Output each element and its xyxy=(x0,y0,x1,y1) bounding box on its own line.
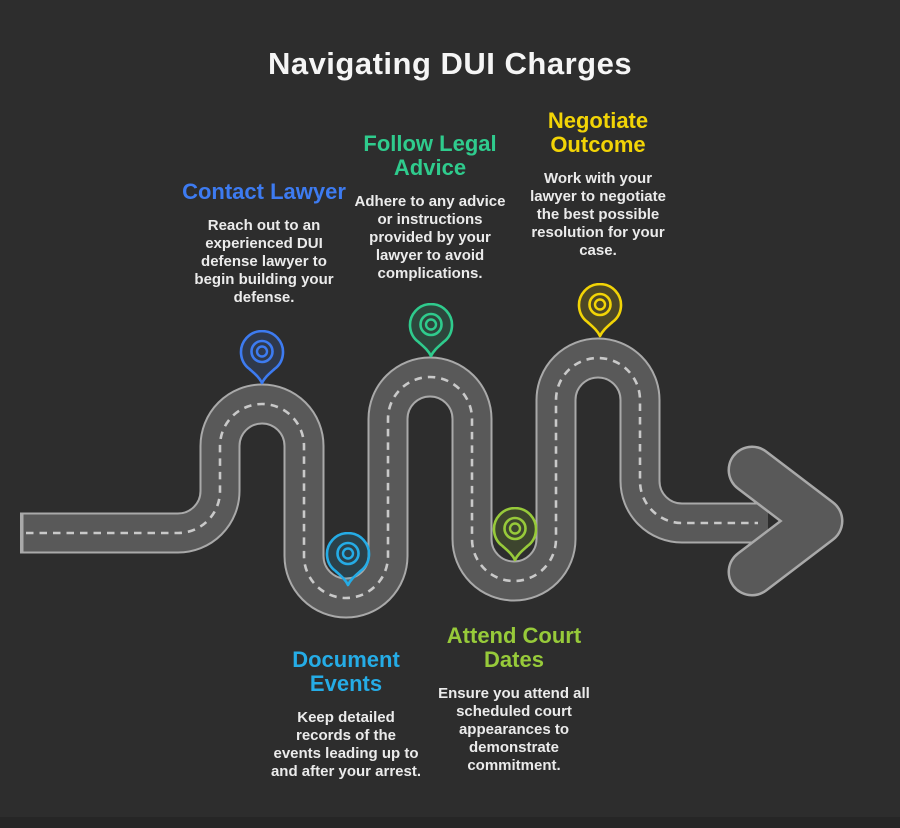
step-description: Reach out to an experienced DUI defense … xyxy=(194,217,334,306)
location-pin-icon xyxy=(325,532,371,587)
step-heading: Negotiate Outcome xyxy=(547,108,649,157)
map-pin-attend-court-dates xyxy=(491,507,539,563)
step-contact-lawyer: Contact Lawyer Reach out to an experienc… xyxy=(164,180,364,307)
step-heading: Attend Court Dates xyxy=(446,623,582,672)
arrow-head xyxy=(730,448,841,594)
location-pin-icon xyxy=(492,507,538,562)
map-pin-document-events xyxy=(324,532,372,588)
step-attend-court-dates: Attend Court Dates Ensure you attend all… xyxy=(414,624,614,775)
location-pin-icon xyxy=(577,283,623,338)
step-negotiate-outcome: Negotiate Outcome Work with your lawyer … xyxy=(498,109,698,260)
step-description: Ensure you attend all scheduled court ap… xyxy=(438,685,590,774)
map-pin-negotiate-outcome xyxy=(576,283,624,339)
step-heading: Follow Legal Advice xyxy=(363,131,497,180)
location-pin-icon xyxy=(239,330,285,385)
map-pin-contact-lawyer xyxy=(238,330,286,386)
location-pin-icon xyxy=(408,303,454,358)
step-follow-legal-advice: Follow Legal Advice Adhere to any advice… xyxy=(330,132,530,283)
step-heading: Contact Lawyer xyxy=(182,179,346,204)
step-description: Keep detailed records of the events lead… xyxy=(270,709,422,780)
bottom-edge xyxy=(0,817,900,828)
page-title: Navigating DUI Charges xyxy=(267,46,633,81)
step-document-events: Document Events Keep detailed records of… xyxy=(246,648,446,781)
step-heading: Document Events xyxy=(292,647,400,696)
step-description: Work with your lawyer to negotiate the b… xyxy=(530,170,666,259)
road-centerline xyxy=(26,356,758,600)
map-pin-follow-legal-advice xyxy=(407,303,455,359)
step-description: Adhere to any advice or instructions pro… xyxy=(354,193,506,282)
